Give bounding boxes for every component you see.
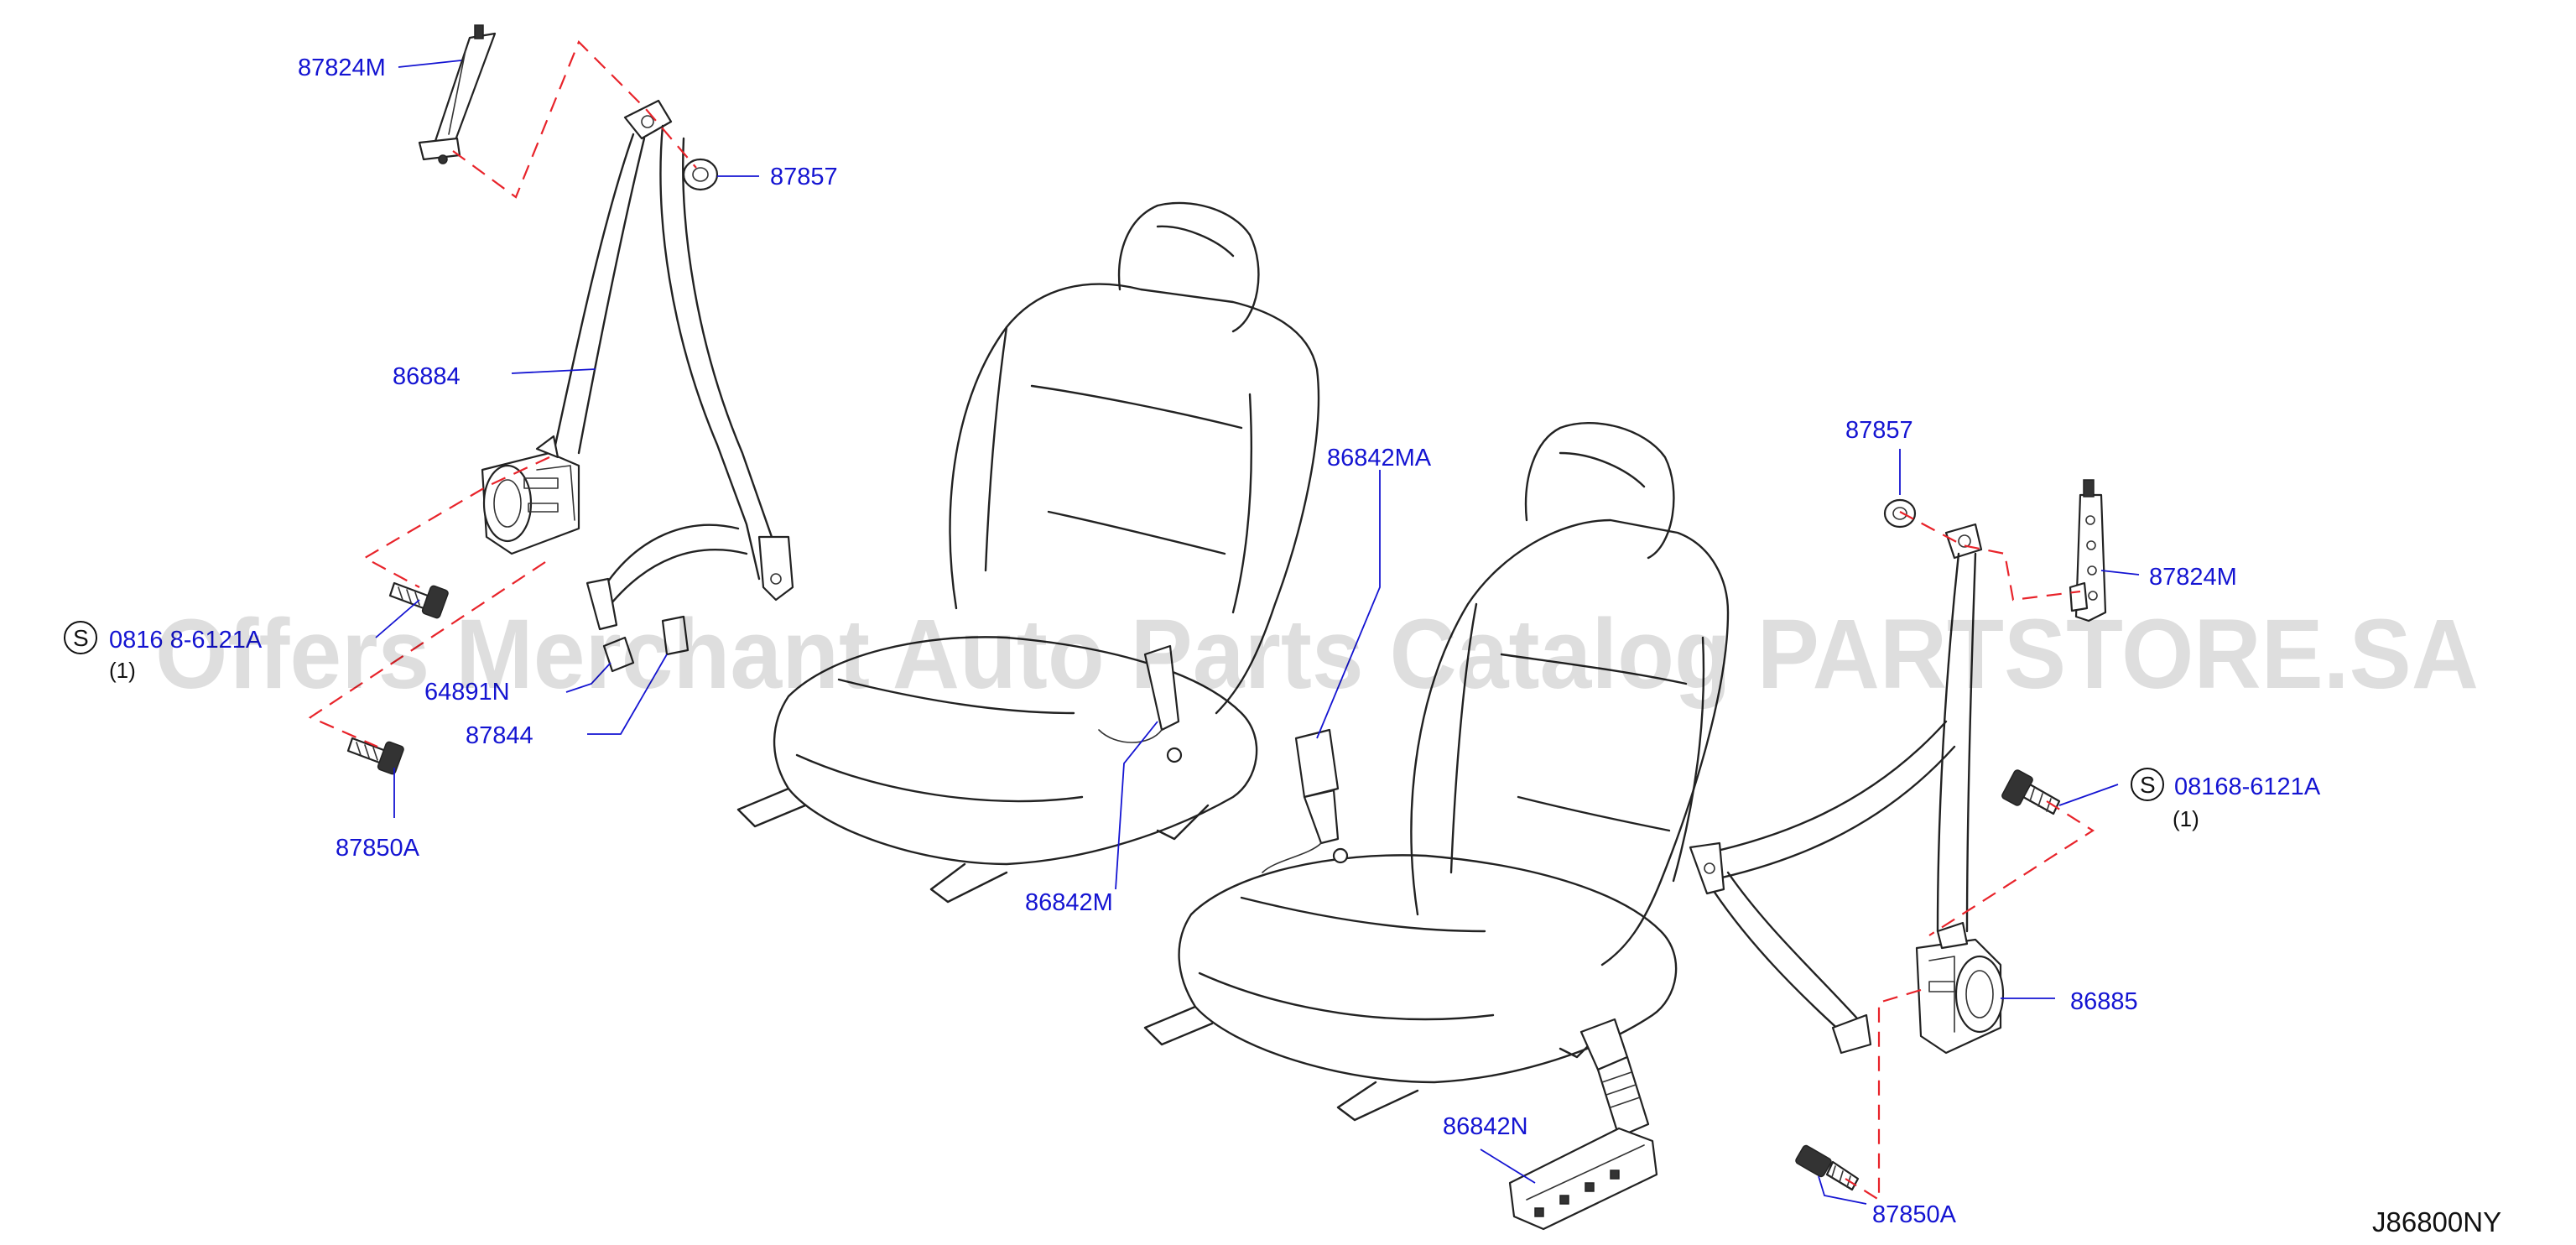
label-87824M-left: 87824M xyxy=(298,55,386,81)
retractor-right xyxy=(1915,921,2005,1055)
label-64891N: 64891N xyxy=(424,679,510,706)
label-87857-right: 87857 xyxy=(1845,417,1913,444)
bolt-right-upper xyxy=(2001,769,2061,815)
height-adjuster-left xyxy=(418,24,497,164)
label-08168-right: 08168-6121A xyxy=(2174,774,2321,800)
right-seat xyxy=(1143,422,1730,1122)
label-86842MA: 86842MA xyxy=(1327,445,1432,471)
right-belt-assembly xyxy=(1508,479,2107,1231)
retractor-left xyxy=(481,435,580,555)
label-87850A-left: 87850A xyxy=(336,835,420,862)
standard-part-symbol-left: S xyxy=(64,621,97,654)
left-seat xyxy=(736,201,1320,904)
bolt-lower-left xyxy=(346,737,404,775)
label-86885: 86885 xyxy=(2070,988,2138,1015)
bolt-upper-left xyxy=(388,581,449,619)
nut-right xyxy=(1883,498,1917,529)
leader-lines xyxy=(375,60,2140,1205)
watermark: Offers Merchant Auto Parts Catalog PARTS… xyxy=(155,599,2479,710)
dashed-connectors xyxy=(308,40,2095,1201)
nut-left xyxy=(682,158,719,191)
part-labels: 87824M 87857 86884 0816 8-6121A (1) 6489… xyxy=(109,55,2321,1228)
qty-right: (1) xyxy=(2173,806,2199,831)
bolt-right-lower xyxy=(1795,1144,1860,1191)
left-belt-assembly xyxy=(346,24,794,775)
height-adjuster-right xyxy=(2069,479,2107,622)
label-86842M: 86842M xyxy=(1025,889,1113,916)
s-symbol-text-left: S xyxy=(73,625,89,651)
label-87857-left: 87857 xyxy=(770,164,838,190)
diagram-code: J86800NY xyxy=(2372,1206,2501,1237)
s-symbol-text-right: S xyxy=(2140,772,2156,798)
label-87824M-right: 87824M xyxy=(2149,564,2237,591)
qty-left: (1) xyxy=(109,658,136,683)
label-86884: 86884 xyxy=(393,363,461,390)
label-87844: 87844 xyxy=(466,722,533,749)
standard-part-symbol-right: S xyxy=(2131,768,2164,801)
buckle-86842N xyxy=(1508,1018,1658,1231)
label-86842N: 86842N xyxy=(1443,1113,1528,1140)
label-87850A-right: 87850A xyxy=(1872,1201,1957,1228)
label-08168-left: 0816 8-6121A xyxy=(109,627,263,654)
